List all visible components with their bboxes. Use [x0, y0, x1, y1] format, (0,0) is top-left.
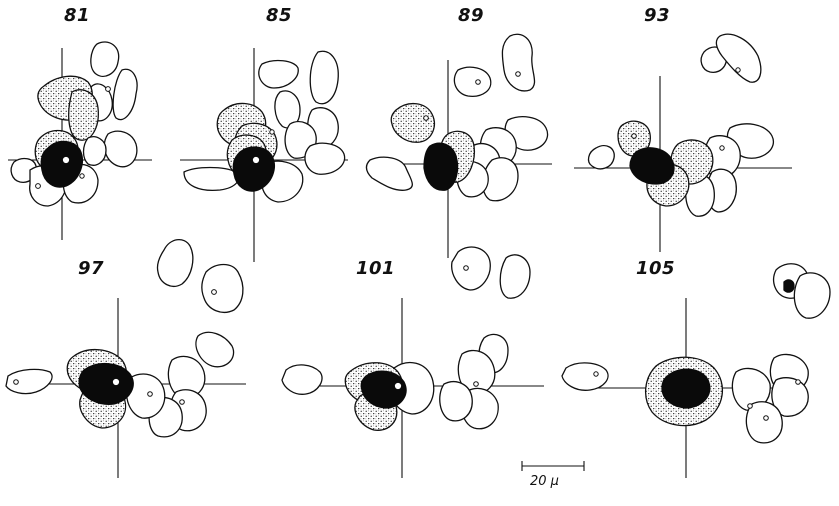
cell-outline	[366, 157, 412, 190]
free-cells	[157, 240, 830, 319]
cell-outline	[794, 273, 830, 318]
cell-outline	[440, 382, 472, 421]
cell-outline	[157, 240, 192, 287]
nucleus	[180, 400, 185, 405]
nucleus	[632, 134, 637, 139]
cell-outline	[562, 363, 608, 390]
nucleus	[270, 130, 274, 134]
nucleus	[474, 382, 479, 387]
nucleus	[212, 290, 217, 295]
nucleus	[80, 174, 84, 178]
nucleus	[464, 266, 469, 271]
cell-outline	[6, 369, 52, 393]
nucleus	[36, 184, 41, 189]
cell-outline	[589, 146, 615, 169]
panel-81	[8, 42, 152, 240]
scale-bar	[522, 461, 584, 471]
black-cell	[424, 143, 458, 190]
scale-bar-label: 20 μ	[530, 474, 559, 489]
panel-105	[562, 298, 808, 478]
black-spot	[784, 280, 794, 292]
panel-label-105: 105	[636, 258, 675, 279]
nucleus	[106, 87, 111, 92]
nucleus	[796, 380, 801, 385]
nucleus	[764, 416, 769, 421]
nucleus	[736, 68, 740, 72]
nucleus	[516, 72, 521, 77]
cell-outline	[84, 137, 107, 165]
nucleus	[720, 146, 724, 150]
panel-85	[180, 48, 348, 262]
cell-outline	[716, 34, 760, 82]
cell-outline	[184, 168, 239, 191]
panel-label-97: 97	[78, 258, 104, 279]
cell-outline	[259, 61, 298, 88]
nucleus	[424, 116, 429, 121]
nucleus	[63, 157, 68, 162]
cell-outline	[305, 143, 345, 174]
panel-label-101: 101	[356, 258, 395, 279]
stippled-cell	[69, 90, 99, 140]
panel-101	[282, 298, 544, 478]
black-cell	[630, 148, 674, 184]
panel-93	[574, 34, 792, 252]
cell-outline	[282, 365, 322, 394]
nucleus	[148, 392, 153, 397]
cell-outline	[104, 131, 137, 167]
cell-outline	[113, 69, 137, 119]
cell-outline	[454, 67, 490, 96]
panel-label-89: 89	[458, 5, 484, 26]
nucleus	[113, 379, 118, 384]
cell-outline	[500, 255, 530, 298]
nucleus	[14, 380, 19, 385]
nucleus	[748, 404, 753, 409]
stippled-cell	[391, 104, 434, 143]
panel-label-85: 85	[266, 5, 292, 26]
panel-label-81: 81	[64, 5, 90, 26]
cell-outline	[310, 51, 338, 104]
nucleus	[476, 80, 481, 85]
cell-outline	[202, 265, 243, 313]
black-cell	[662, 369, 710, 408]
cell-outline	[91, 42, 119, 76]
nucleus	[594, 372, 598, 376]
nucleus	[395, 383, 400, 388]
panel-97	[6, 298, 246, 478]
cell-outline	[196, 332, 234, 366]
nucleus	[253, 157, 258, 162]
panel-89	[366, 34, 552, 258]
panel-label-93: 93	[644, 5, 670, 26]
cell-outline	[452, 247, 491, 290]
cell-outline	[502, 34, 534, 91]
